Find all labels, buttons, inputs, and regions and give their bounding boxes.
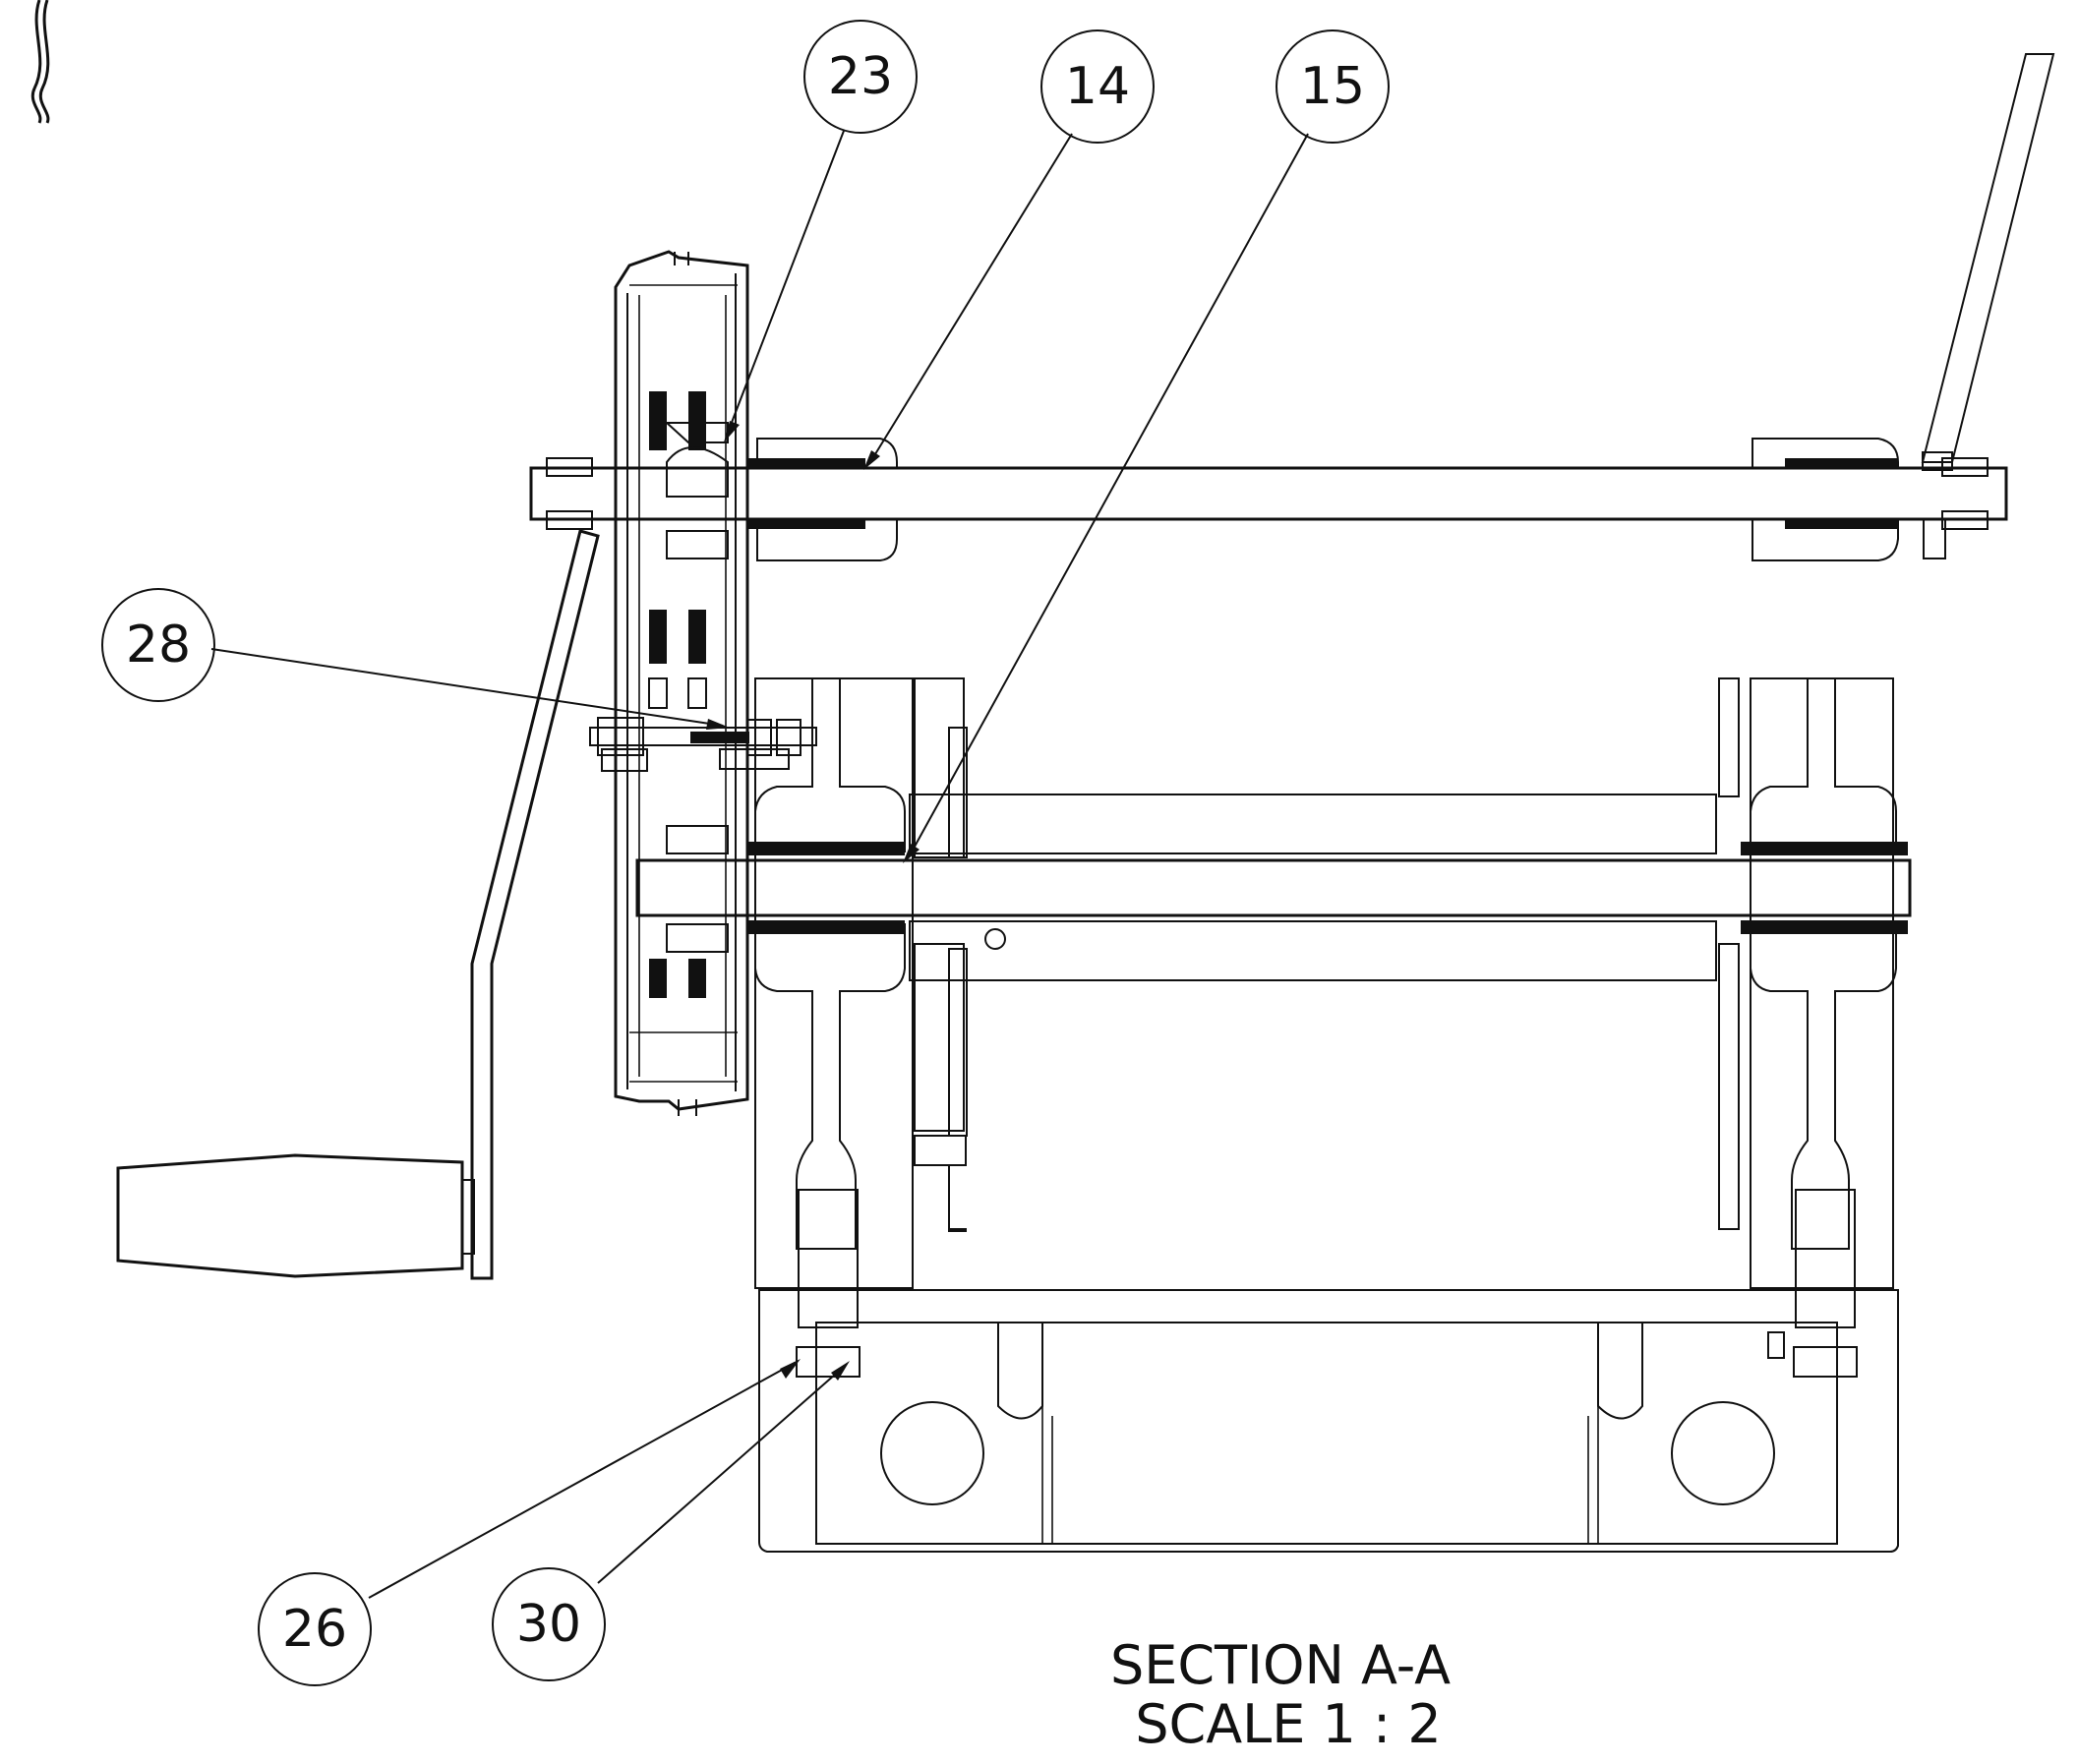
- side-arm-right: [1921, 53, 2055, 559]
- sprocket-chain: [648, 391, 729, 998]
- leader-26: [368, 1362, 796, 1599]
- flange-right: [1718, 677, 1908, 1289]
- balloon-15-label: 15: [1300, 57, 1365, 116]
- balloon-30-label: 30: [516, 1595, 581, 1654]
- upper-bushing-right: [1751, 438, 1899, 561]
- balloon-14: 14: [1040, 29, 1155, 144]
- flange-left: [747, 677, 968, 1289]
- leader-14: [869, 133, 1073, 463]
- section-label: SECTION A-A: [1110, 1634, 1451, 1696]
- balloon-30: 30: [492, 1567, 606, 1681]
- leader-28: [210, 648, 724, 727]
- tensioner-bolt: [589, 717, 817, 772]
- drum: [909, 794, 1717, 981]
- balloon-26-label: 26: [282, 1600, 347, 1659]
- base-frame: [758, 1189, 1899, 1553]
- leader-lines: [210, 130, 1309, 1599]
- balloon-14-label: 14: [1065, 57, 1130, 116]
- leader-15: [909, 133, 1309, 856]
- upper-bushing-left: [747, 438, 898, 561]
- scale-label: SCALE 1 : 2: [1135, 1693, 1442, 1755]
- lower-shaft: [635, 858, 1912, 917]
- balloon-28-label: 28: [126, 616, 191, 675]
- leader-30: [597, 1366, 845, 1584]
- gear-housing: [614, 250, 749, 1116]
- rope-fragment: [30, 0, 50, 124]
- balloon-15: 15: [1276, 29, 1390, 144]
- balloon-26: 26: [258, 1572, 372, 1686]
- leader-23: [727, 130, 845, 434]
- balloon-23-label: 23: [828, 47, 893, 106]
- balloon-28: 28: [101, 588, 215, 702]
- crank-handle: [116, 529, 600, 1280]
- balloon-23: 23: [803, 20, 918, 134]
